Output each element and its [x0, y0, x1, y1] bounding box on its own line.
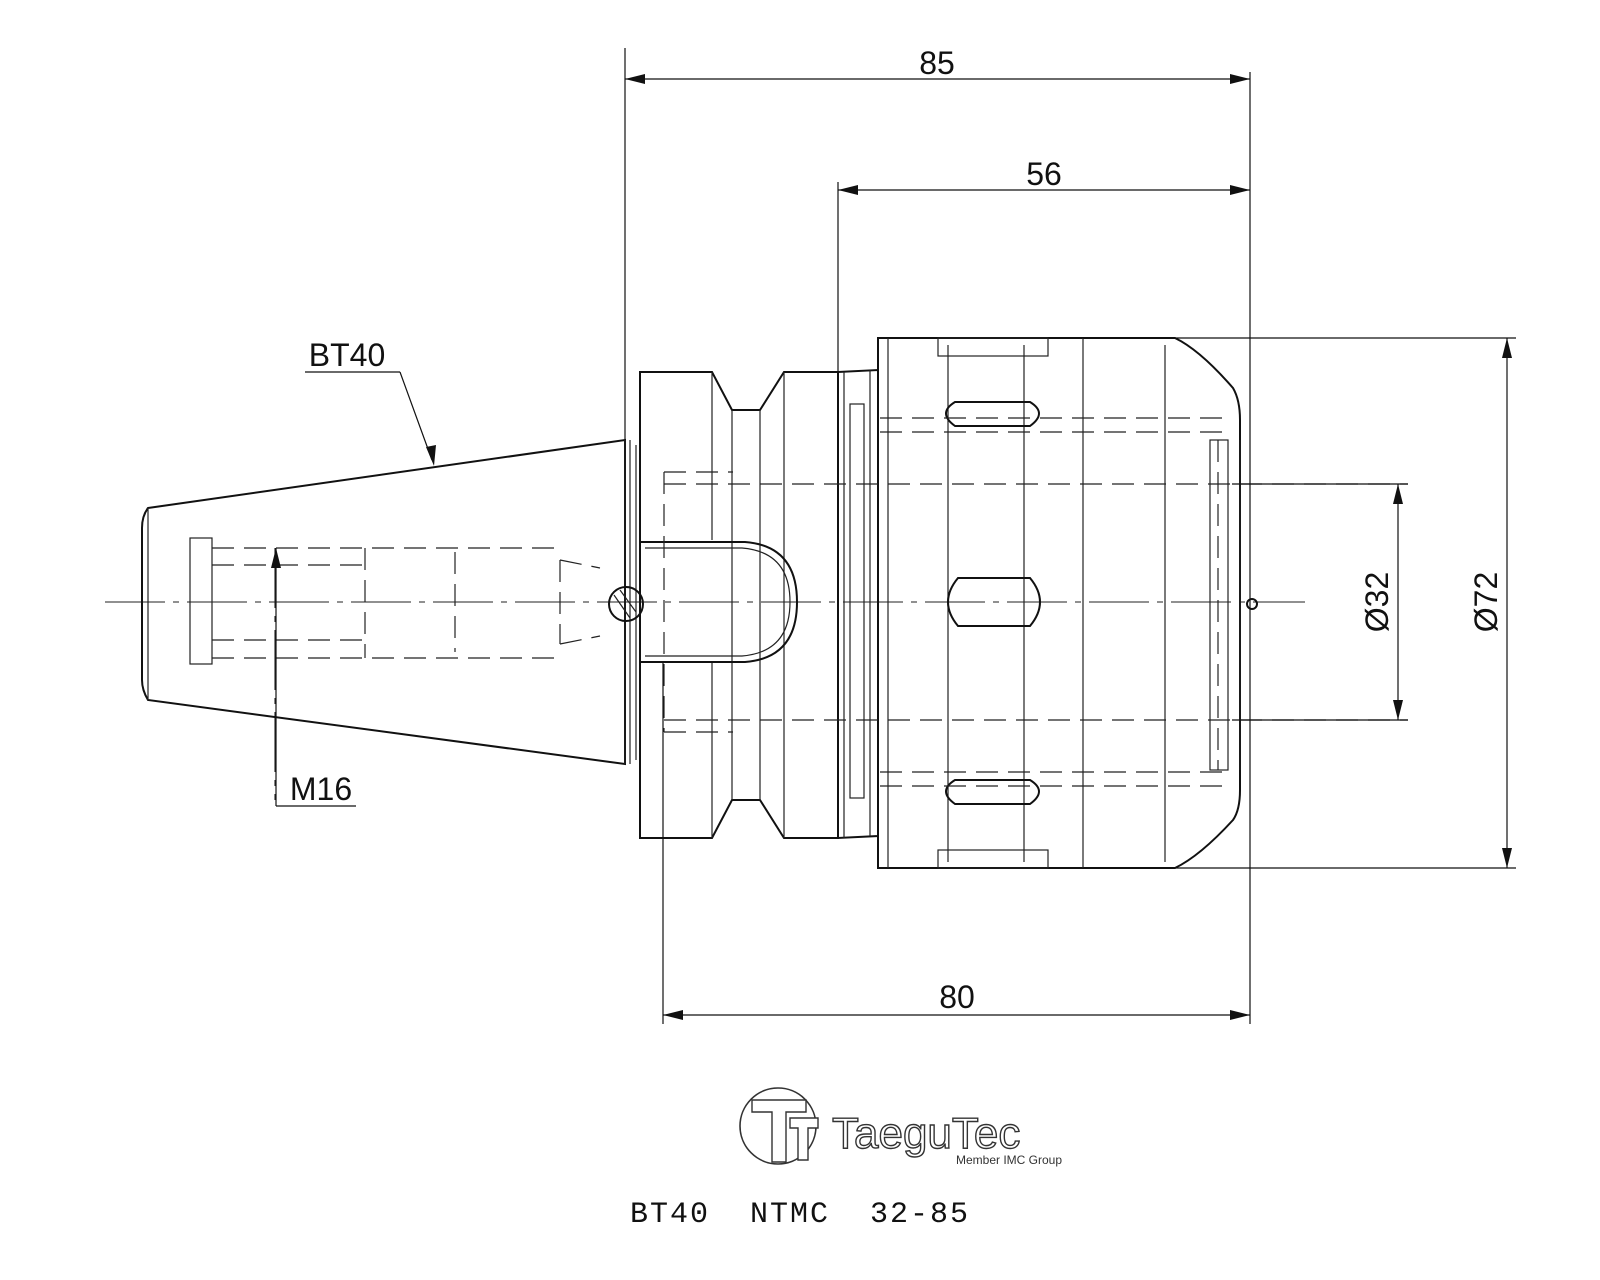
- dimension-56: 56: [838, 156, 1250, 195]
- brand-logo: TaeguTec Member IMC Group: [739, 1087, 1062, 1167]
- wrench-slots: [945, 401, 1041, 805]
- dimension-56-label: 56: [1026, 156, 1062, 192]
- extension-lines: [624, 48, 1516, 1024]
- nut-center-mark: [1246, 598, 1258, 610]
- dimension-d72-label: Ø72: [1468, 572, 1504, 632]
- dimension-80: 80: [663, 979, 1250, 1020]
- dimension-d72: Ø72: [1468, 338, 1512, 868]
- dimension-d32: Ø32: [1359, 484, 1403, 720]
- taper-callout: BT40: [305, 337, 436, 466]
- centerlines: [105, 548, 1305, 800]
- thread-callout: M16: [271, 548, 356, 807]
- clamping-nut: [877, 337, 1241, 869]
- flange: [639, 371, 839, 839]
- logo-tagline: Member IMC Group: [956, 1153, 1062, 1167]
- taper-callout-label: BT40: [309, 337, 385, 373]
- dimension-d32-label: Ø32: [1359, 572, 1395, 632]
- dimension-85: 85: [625, 45, 1250, 84]
- logo-wordmark: TaeguTec: [832, 1109, 1020, 1158]
- drive-key-slot: [640, 471, 799, 733]
- thread-callout-label: M16: [290, 771, 352, 807]
- dimension-80-label: 80: [939, 979, 975, 1015]
- collar: [837, 368, 879, 840]
- dimension-85-label: 85: [919, 45, 955, 81]
- internal-thread-bore: [189, 537, 601, 665]
- part-number: BT40 NTMC 32-85: [630, 1198, 970, 1232]
- taper-shank: [141, 438, 637, 766]
- orientation-pin: [608, 586, 644, 622]
